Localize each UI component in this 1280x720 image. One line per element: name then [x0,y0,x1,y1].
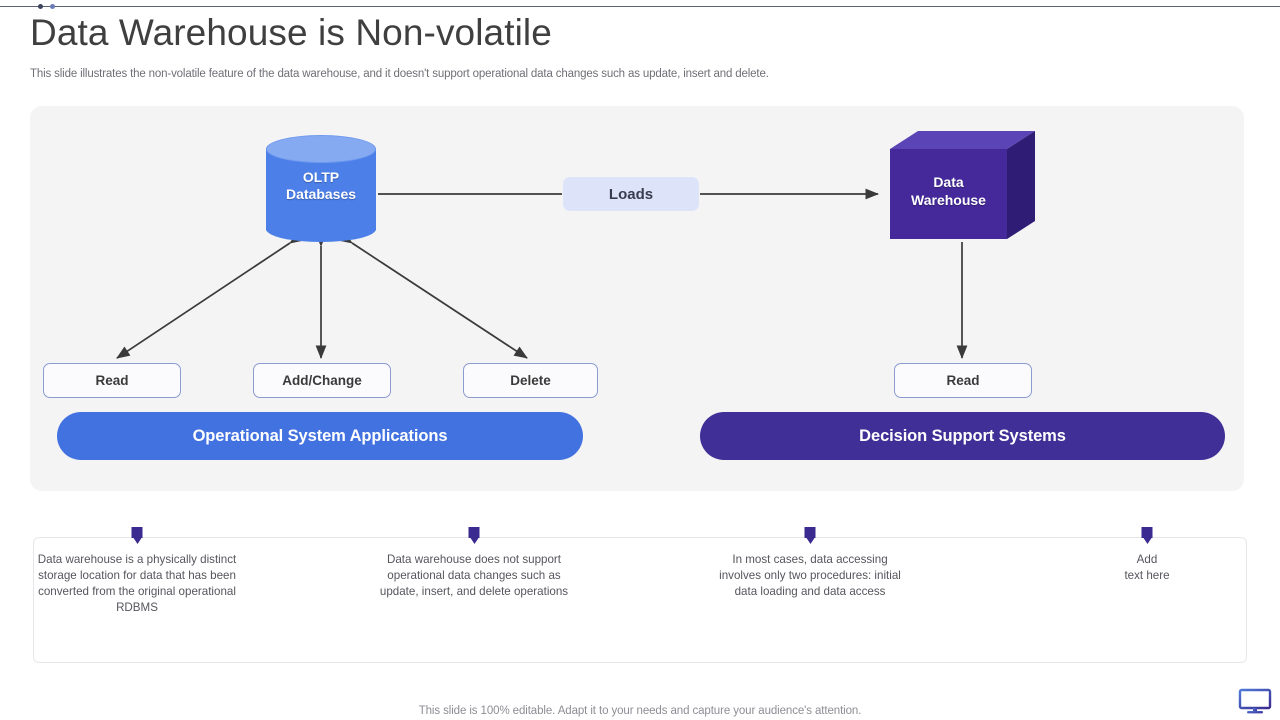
decision-support-systems-bar[interactable]: Decision Support Systems [700,412,1225,460]
monitor-icon[interactable] [1238,688,1272,715]
top-divider-rule [0,6,1280,7]
oltp-label-line2: Databases [285,186,357,202]
note-item[interactable]: In most cases, data accessing involves o… [710,527,910,600]
operation-button-delete[interactable]: Delete [463,363,598,398]
note-item[interactable]: Data warehouse is a physically distinct … [37,527,237,616]
operation-label: Delete [510,373,551,388]
loads-chip[interactable]: Loads [563,177,699,211]
cylinder-top-ellipse [266,135,376,163]
oltp-databases-cylinder[interactable]: OLTP Databases [266,135,376,242]
operation-button-read-right[interactable]: Read [894,363,1032,398]
system-bar-label: Decision Support Systems [859,426,1066,445]
page-title: Data Warehouse is Non-volatile [30,12,552,53]
note-text: Add text here [1124,553,1170,582]
operation-label: Read [946,373,980,388]
system-bar-label: Operational System Applications [192,426,448,445]
cube-3d-faces [890,131,1035,239]
data-warehouse-label: Data Warehouse [890,173,1007,209]
cube-front-face [890,149,1007,239]
data-warehouse-cube[interactable]: Data Warehouse [890,131,1035,239]
note-marker-icon [468,527,480,538]
operation-button-read-left[interactable]: Read [43,363,181,398]
note-item[interactable]: Add text here [1047,527,1247,584]
operation-label: Read [95,373,129,388]
note-item[interactable]: Data warehouse does not support operatio… [374,527,574,600]
oltp-label-line1: OLTP [302,169,340,185]
note-marker-icon [804,527,816,538]
top-dot-right-icon [50,4,55,9]
operation-label: Add/Change [282,373,362,388]
note-text: Data warehouse is a physically distinct … [37,553,237,614]
note-marker-icon [1141,527,1153,538]
note-text: Data warehouse does not support operatio… [379,553,569,598]
warehouse-label-line2: Warehouse [911,192,986,208]
loads-label: Loads [608,185,654,203]
warehouse-label-line1: Data [933,174,964,190]
oltp-databases-label: OLTP Databases [266,169,376,203]
page-subtitle: This slide illustrates the non-volatile … [30,68,769,80]
operational-system-applications-bar[interactable]: Operational System Applications [57,412,583,460]
footer-note: This slide is 100% editable. Adapt it to… [418,705,862,717]
note-text: In most cases, data accessing involves o… [719,553,901,598]
cylinder-bottom-ellipse [266,216,376,242]
operation-button-add-change[interactable]: Add/Change [253,363,391,398]
note-marker-icon [131,527,143,538]
top-dot-left-icon [38,4,43,9]
notes-container [33,537,1247,663]
